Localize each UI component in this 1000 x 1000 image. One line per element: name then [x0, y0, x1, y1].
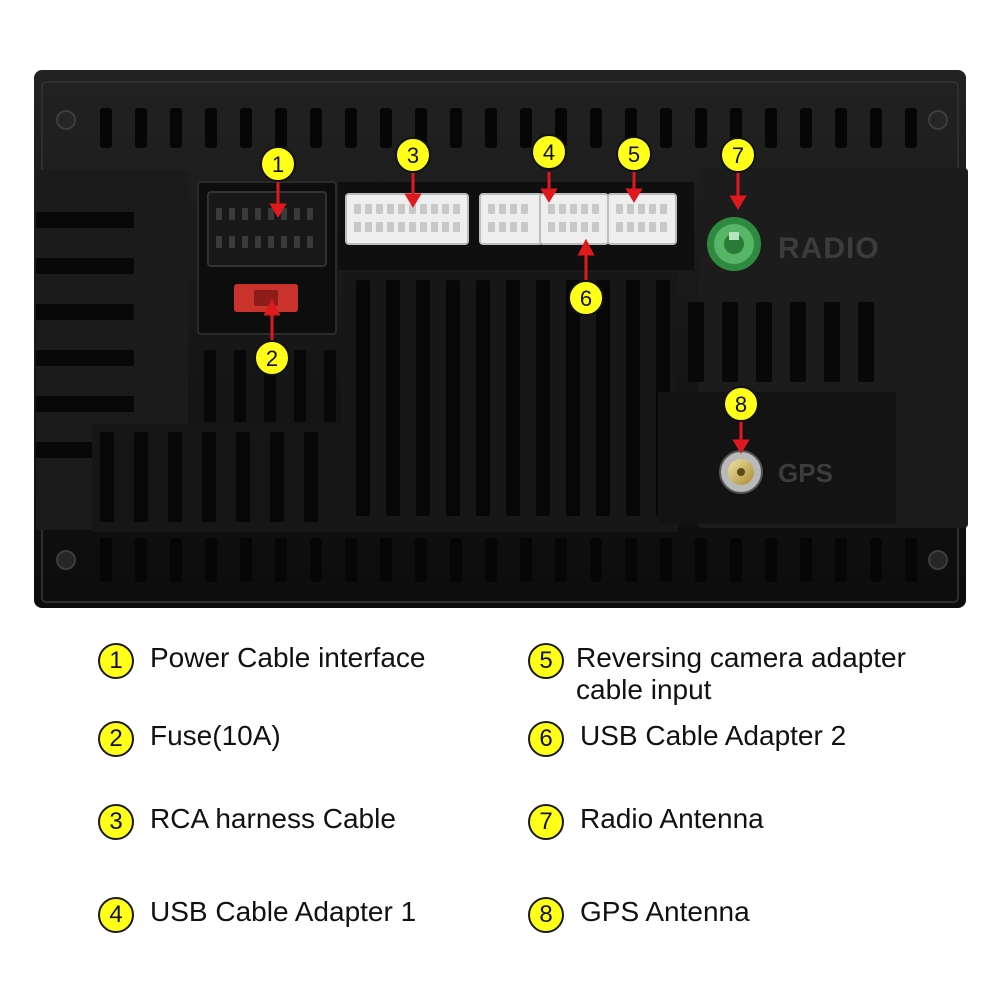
- legend-label: Radio Antenna: [580, 803, 764, 834]
- svg-text:4: 4: [543, 140, 555, 165]
- callout-1: 1: [260, 146, 296, 182]
- legend-label: GPS Antenna: [580, 896, 750, 927]
- lower-left-ribs: [100, 432, 318, 522]
- callout-6: 6: [568, 280, 604, 316]
- usb-adapter-2-connector: [539, 193, 609, 245]
- svg-text:3: 3: [407, 143, 419, 168]
- legend-label: USB Cable Adapter 1: [150, 896, 417, 927]
- svg-text:6: 6: [580, 286, 592, 311]
- legend-label: Reversing camera adapter cable input: [576, 642, 906, 705]
- legend-badge: 4: [98, 897, 134, 933]
- legend-label: RCA harness Cable: [150, 803, 396, 834]
- legend-label: USB Cable Adapter 2: [580, 720, 847, 751]
- legend-badge: 5: [528, 643, 564, 679]
- right-ribs: [688, 302, 874, 382]
- legend-item-usb-2: 6 USB Cable Adapter 2: [528, 720, 940, 757]
- mounting-screws: [56, 110, 948, 570]
- svg-text:7: 7: [732, 143, 744, 168]
- bottom-vent-slots: [100, 538, 917, 582]
- mid-left-ribs: [204, 350, 336, 422]
- legend-label: Fuse(10A): [150, 720, 281, 751]
- legend: 1 Power Cable interface 2 Fuse(10A) 3 RC…: [0, 620, 1000, 1000]
- legend-item-fuse: 2 Fuse(10A): [98, 720, 510, 757]
- callout-8: 8: [723, 386, 759, 422]
- svg-text:1: 1: [272, 152, 284, 177]
- svg-text:5: 5: [628, 142, 640, 167]
- svg-text:2: 2: [266, 346, 278, 371]
- radio-label: RADIO: [778, 232, 880, 265]
- legend-item-usb-1: 4 USB Cable Adapter 1: [98, 896, 510, 933]
- legend-badge: 3: [98, 804, 134, 840]
- callout-7: 7: [720, 137, 756, 173]
- power-connector-pins: [216, 208, 313, 248]
- legend-badge: 8: [528, 897, 564, 933]
- rca-connector-pins: [354, 204, 460, 232]
- small-connector-pins: [488, 204, 667, 232]
- top-vent-slots: [100, 108, 917, 148]
- power-cable-connector: [207, 191, 327, 267]
- usb-adapter-1-connector: [479, 193, 543, 245]
- legend-badge: 2: [98, 721, 134, 757]
- right-lower-panel: [658, 392, 896, 524]
- car-stereo-back-panel: RADIO GPS 1 2 3 4 5 6 7 8: [34, 70, 968, 608]
- gps-label: GPS: [778, 458, 833, 488]
- legend-badge: 7: [528, 804, 564, 840]
- callout-4: 4: [531, 134, 567, 170]
- legend-item-gps-antenna: 8 GPS Antenna: [528, 896, 940, 933]
- legend-label: Power Cable interface: [150, 642, 426, 673]
- reversing-camera-connector: [607, 193, 677, 245]
- callout-arrows: [263, 172, 750, 454]
- callout-2: 2: [254, 340, 290, 376]
- legend-item-power-cable: 1 Power Cable interface: [98, 642, 510, 679]
- legend-badge: 1: [98, 643, 134, 679]
- rca-harness-connector: [345, 193, 469, 245]
- callout-5: 5: [616, 136, 652, 172]
- legend-badge: 6: [528, 721, 564, 757]
- legend-item-rca: 3 RCA harness Cable: [98, 803, 510, 840]
- callout-3: 3: [395, 137, 431, 173]
- legend-item-reversing-camera: 5 Reversing camera adapter cable input: [528, 642, 976, 706]
- legend-item-radio-antenna: 7 Radio Antenna: [528, 803, 940, 840]
- svg-text:8: 8: [735, 392, 747, 417]
